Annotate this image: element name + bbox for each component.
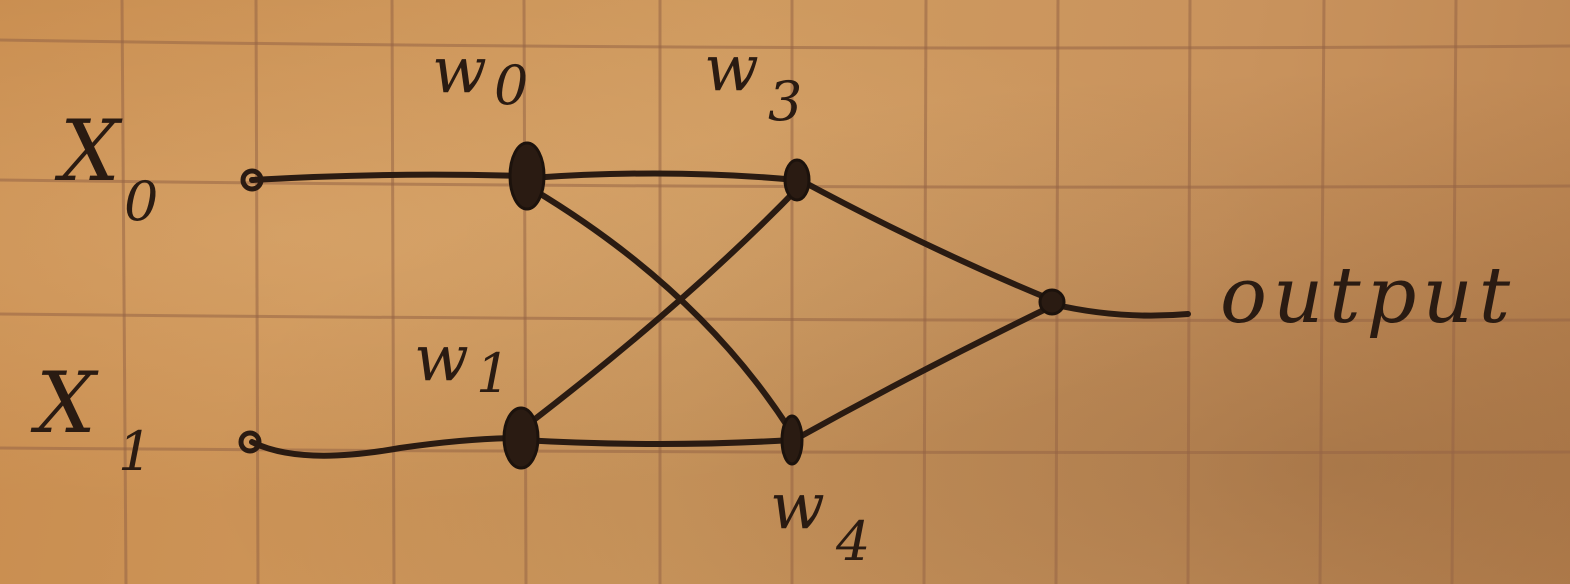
edge-w0-to-w3: [527, 170, 799, 183]
weight-w1-subscript: 1: [476, 342, 510, 405]
input-node-x0: [240, 168, 264, 192]
output-label: output: [1220, 251, 1516, 341]
edge-w0-to-w4: [531, 187, 793, 433]
weight-label-w0: w 0: [432, 34, 528, 117]
weight-label-w1: w 1: [414, 322, 510, 405]
input-label-x0: X 0: [54, 102, 158, 233]
hidden-node-w1: [502, 406, 540, 470]
network-nodes: [238, 141, 1066, 470]
grid-line-v: [1318, 0, 1326, 584]
grid-line-v: [522, 0, 528, 584]
weight-w0-subscript: 0: [494, 54, 528, 117]
weight-w1-letter: w: [414, 322, 469, 396]
hidden-node-w3: [783, 158, 811, 202]
weight-w3-letter: w: [704, 32, 759, 106]
input-x0-subscript: 0: [124, 170, 158, 233]
edge-w3-to-out: [797, 177, 1055, 303]
edge-x0-to-w0: [249, 171, 525, 183]
grid-line-h: [0, 178, 1570, 189]
hidden-node-w4: [780, 414, 804, 466]
network-edges: [249, 170, 1191, 459]
weight-w0-letter: w: [432, 34, 487, 108]
input-node-x1: [238, 430, 262, 454]
grid-line-v: [254, 0, 260, 584]
edge-out-line: [1049, 301, 1191, 319]
edge-w1-to-w3: [523, 183, 803, 429]
weight-w4-letter: w: [770, 470, 825, 544]
input-x0-letter: X: [54, 102, 123, 200]
weight-w4-subscript: 4: [835, 510, 870, 573]
grid-line-v: [922, 0, 928, 584]
grid-line-h: [0, 38, 1570, 50]
grid-line-v: [1450, 0, 1458, 584]
edge-w4-to-out: [791, 303, 1055, 443]
input-x1-subscript: 1: [118, 420, 152, 483]
weight-label-w4: w 4: [770, 470, 870, 573]
grid-line-v: [120, 0, 128, 584]
edge-w1-to-w4: [519, 437, 795, 447]
input-label-x1: X 1: [30, 354, 152, 483]
input-x1-letter: X: [30, 354, 99, 452]
grid-line-h: [0, 312, 1570, 322]
weight-w3-subscript: 3: [768, 70, 802, 133]
output-node: [1038, 288, 1066, 316]
edge-x1-to-w1: [249, 435, 523, 459]
grid-line-v: [1186, 0, 1192, 584]
weight-label-w3: w 3: [704, 32, 802, 133]
grid-line-v: [390, 0, 396, 584]
hidden-node-w0: [508, 141, 546, 211]
